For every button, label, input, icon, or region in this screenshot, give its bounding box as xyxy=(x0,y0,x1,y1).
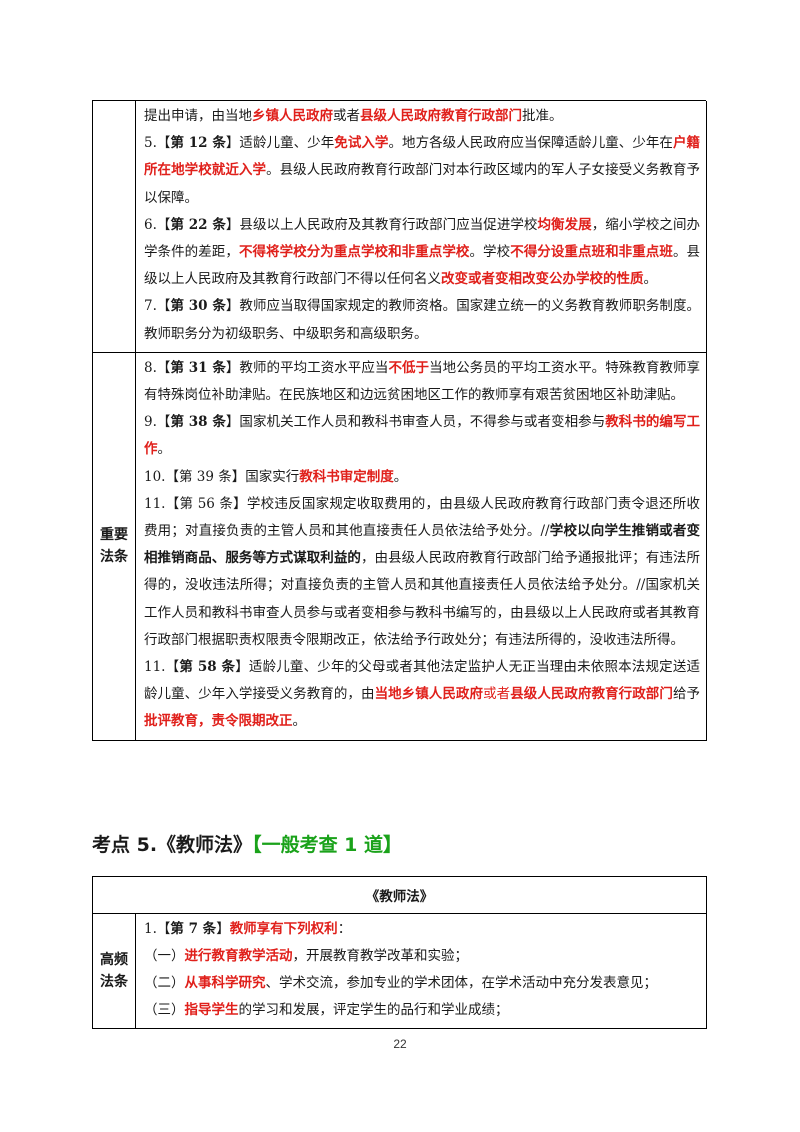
table-row: 提出申请，由当地乡镇人民政府或者县级人民政府教育行政部门批准。 5.【第 12 … xyxy=(92,101,707,353)
article-cell: 1.【第 7 条】教师享有下列权利： （一）进行教育教学活动，开展教育教学改革和… xyxy=(135,913,707,1029)
article-22: 6.【第 22 条】县级以上人民政府及其教育行政部门应当促进学校均衡发展，缩小学… xyxy=(144,216,701,288)
right-3: （三）指导学生的学习和发展，评定学生的品行和学业成绩； xyxy=(144,1002,509,1018)
section-tag: 【一般考查 1 道】 xyxy=(252,834,403,856)
article-58: 11.【第 58 条】适龄儿童、少年的父母或者其他法定监护人无正当理由未依照本法… xyxy=(144,659,700,730)
article-38: 9.【第 38 条】国家机关工作人员和教科书审查人员，不得参与或者变相参与教科书… xyxy=(144,414,701,458)
article-30: 7.【第 30 条】教师应当取得国家规定的教师资格。国家建立统一的义务教育教师职… xyxy=(144,298,701,342)
paragraph-continuation: 提出申请，由当地乡镇人民政府或者县级人民政府教育行政部门批准。 xyxy=(144,108,563,124)
article-56: 11.【第 56 条】学校违反国家规定收取费用的，由县级人民政府教育行政部门责令… xyxy=(144,495,700,648)
article-cell: 8.【第 31 条】教师的平均工资水平应当不低于当地公务员的平均工资水平。特殊教… xyxy=(135,351,707,741)
law-table-compulsory-education: 提出申请，由当地乡镇人民政府或者县级人民政府教育行政部门批准。 5.【第 12 … xyxy=(92,101,707,741)
article-cell: 提出申请，由当地乡镇人民政府或者县级人民政府教育行政部门批准。 5.【第 12 … xyxy=(135,101,707,353)
page-number: 22 xyxy=(393,1037,407,1051)
side-label-important: 重要法条 xyxy=(92,351,136,741)
side-label-frequent: 高频法条 xyxy=(92,913,136,1029)
right-2: （二）从事科学研究、学术交流，参加专业的学术团体，在学术活动中充分发表意见； xyxy=(144,975,657,991)
article-39: 10.【第 39 条】国家实行教科书审定制度。 xyxy=(144,468,408,485)
table-row: 高频法条 1.【第 7 条】教师享有下列权利： （一）进行教育教学活动，开展教育… xyxy=(92,913,707,1029)
article-31: 8.【第 31 条】教师的平均工资水平应当不低于当地公务员的平均工资水平。特殊教… xyxy=(144,359,701,404)
article-12: 5.【第 12 条】适龄儿童、少年免试入学。地方各级人民政府应当保障适龄儿童、少… xyxy=(144,135,701,206)
table-row: 重要法条 8.【第 31 条】教师的平均工资水平应当不低于当地公务员的平均工资水… xyxy=(92,351,707,741)
table-header-row: 《教师法》 xyxy=(92,876,707,914)
side-label-empty xyxy=(92,101,136,353)
law-table-teachers: 《教师法》 高频法条 1.【第 7 条】教师享有下列权利： （一）进行教育教学活… xyxy=(92,876,707,1029)
table-header: 《教师法》 xyxy=(92,876,707,914)
section-title: 考点 5.《教师法》【一般考查 1 道】 xyxy=(92,834,403,856)
article-7: 1.【第 7 条】教师享有下列权利： xyxy=(144,921,352,937)
header-rule xyxy=(92,100,706,101)
right-1: （一）进行教育教学活动，开展教育教学改革和实验； xyxy=(144,948,468,964)
